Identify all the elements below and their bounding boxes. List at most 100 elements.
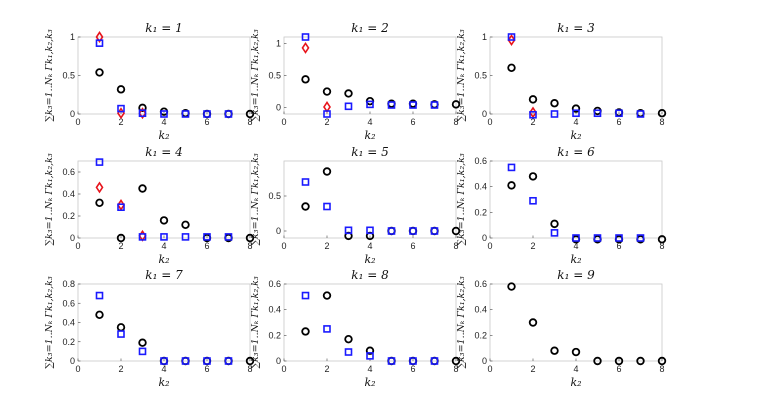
y-tick-label: 0.2 [268, 330, 281, 340]
data-point-circle [301, 75, 310, 84]
data-point-circle [528, 318, 538, 327]
data-point-square [593, 234, 602, 242]
x-tick-label: 6 [616, 117, 621, 127]
y-tick-label: 0 [276, 226, 281, 236]
data-point-square [366, 100, 374, 109]
x-tick-label: 2 [118, 117, 123, 127]
subplot-title: k₁ = 3 [557, 21, 595, 35]
x-axis-label: k₂ [570, 129, 581, 142]
y-tick-label: 1 [482, 32, 487, 42]
data-point-circle [245, 356, 255, 366]
y-tick-label: 0.2 [62, 337, 75, 347]
data-point-square [181, 110, 190, 118]
data-point-circle [95, 68, 104, 77]
x-tick-label: 8 [247, 241, 252, 251]
x-tick-label: 4 [367, 117, 372, 127]
y-axis-label: ∑k₃=1..Nₖ Γk₁,k₂,k₃ [456, 29, 467, 122]
y-tick-label: 1 [70, 32, 75, 42]
x-tick-label: 4 [573, 241, 578, 251]
x-tick-label: 0 [487, 117, 492, 127]
axes-box [489, 160, 663, 239]
data-point-circle [528, 172, 538, 181]
y-tick-label: 0.4 [62, 318, 75, 328]
data-point-square [593, 109, 602, 118]
y-tick-label: 0.4 [474, 305, 487, 315]
x-tick-label: 6 [410, 364, 415, 374]
data-point-circle [181, 220, 190, 229]
data-point-square [387, 227, 396, 235]
data-point-circle [614, 356, 624, 366]
data-point-square [636, 234, 645, 242]
x-tick-label: 2 [324, 364, 329, 374]
data-point-square [409, 101, 417, 109]
data-point-circle [657, 235, 667, 244]
data-point-square [572, 234, 580, 242]
y-tick-label: 1 [276, 38, 281, 48]
data-point-square [430, 357, 439, 365]
data-point-circle [138, 103, 147, 113]
x-tick-label: 2 [530, 117, 535, 127]
data-point-circle [344, 334, 353, 344]
data-point-circle [116, 233, 126, 243]
data-point-circle [550, 346, 559, 355]
y-tick-label: 0.6 [62, 298, 75, 308]
axes-box [283, 160, 457, 239]
data-point-square [138, 347, 147, 356]
y-tick-label: 0 [70, 356, 75, 366]
axes-box [77, 160, 251, 239]
x-tick-label: 4 [573, 117, 578, 127]
x-tick-label: 0 [281, 241, 286, 251]
data-point-square [95, 39, 104, 47]
data-point-circle [451, 356, 461, 366]
data-point-square [344, 348, 353, 356]
data-point-circle [322, 291, 332, 300]
y-tick-label: 0.4 [268, 305, 281, 315]
subplot-title: k₁ = 9 [557, 268, 595, 282]
data-point-square [203, 233, 211, 241]
data-point-square [224, 357, 233, 365]
data-point-square [409, 357, 417, 365]
y-tick-label: 0.2 [474, 207, 487, 217]
data-point-circle [507, 282, 516, 291]
data-point-square [301, 33, 310, 41]
data-point-square [636, 110, 645, 118]
data-point-square [323, 110, 331, 118]
x-tick-label: 8 [453, 364, 458, 374]
x-tick-label: 4 [573, 364, 578, 374]
y-tick-label: 0.5 [62, 71, 75, 81]
x-tick-label: 0 [75, 364, 80, 374]
x-tick-label: 4 [367, 364, 372, 374]
y-tick-label: 0.5 [268, 191, 281, 201]
data-point-square [181, 233, 190, 241]
data-point-square [117, 330, 125, 338]
data-point-circle [322, 87, 332, 96]
y-tick-label: 0.6 [474, 279, 487, 289]
data-point-square [387, 101, 396, 109]
data-point-square [323, 325, 331, 333]
axes-box [77, 36, 251, 115]
data-point-square [529, 110, 537, 119]
data-point-circle [451, 226, 461, 236]
data-point-square [301, 178, 310, 186]
data-point-square [615, 109, 623, 118]
data-point-square [366, 226, 374, 235]
y-tick-label: 0 [482, 109, 487, 119]
data-point-square [160, 357, 168, 365]
x-tick-label: 0 [281, 364, 286, 374]
data-point-circle [593, 356, 602, 366]
x-tick-label: 6 [616, 241, 621, 251]
data-point-square [203, 110, 211, 118]
data-point-square [160, 233, 168, 241]
data-point-circle [657, 356, 667, 366]
axes-box [489, 36, 663, 115]
y-tick-label: 0 [276, 103, 281, 113]
x-axis-label: k₂ [364, 376, 375, 389]
x-axis-label: k₂ [570, 253, 581, 266]
x-tick-label: 2 [118, 364, 123, 374]
axes-box [77, 283, 251, 362]
y-tick-label: 0.5 [474, 71, 487, 81]
